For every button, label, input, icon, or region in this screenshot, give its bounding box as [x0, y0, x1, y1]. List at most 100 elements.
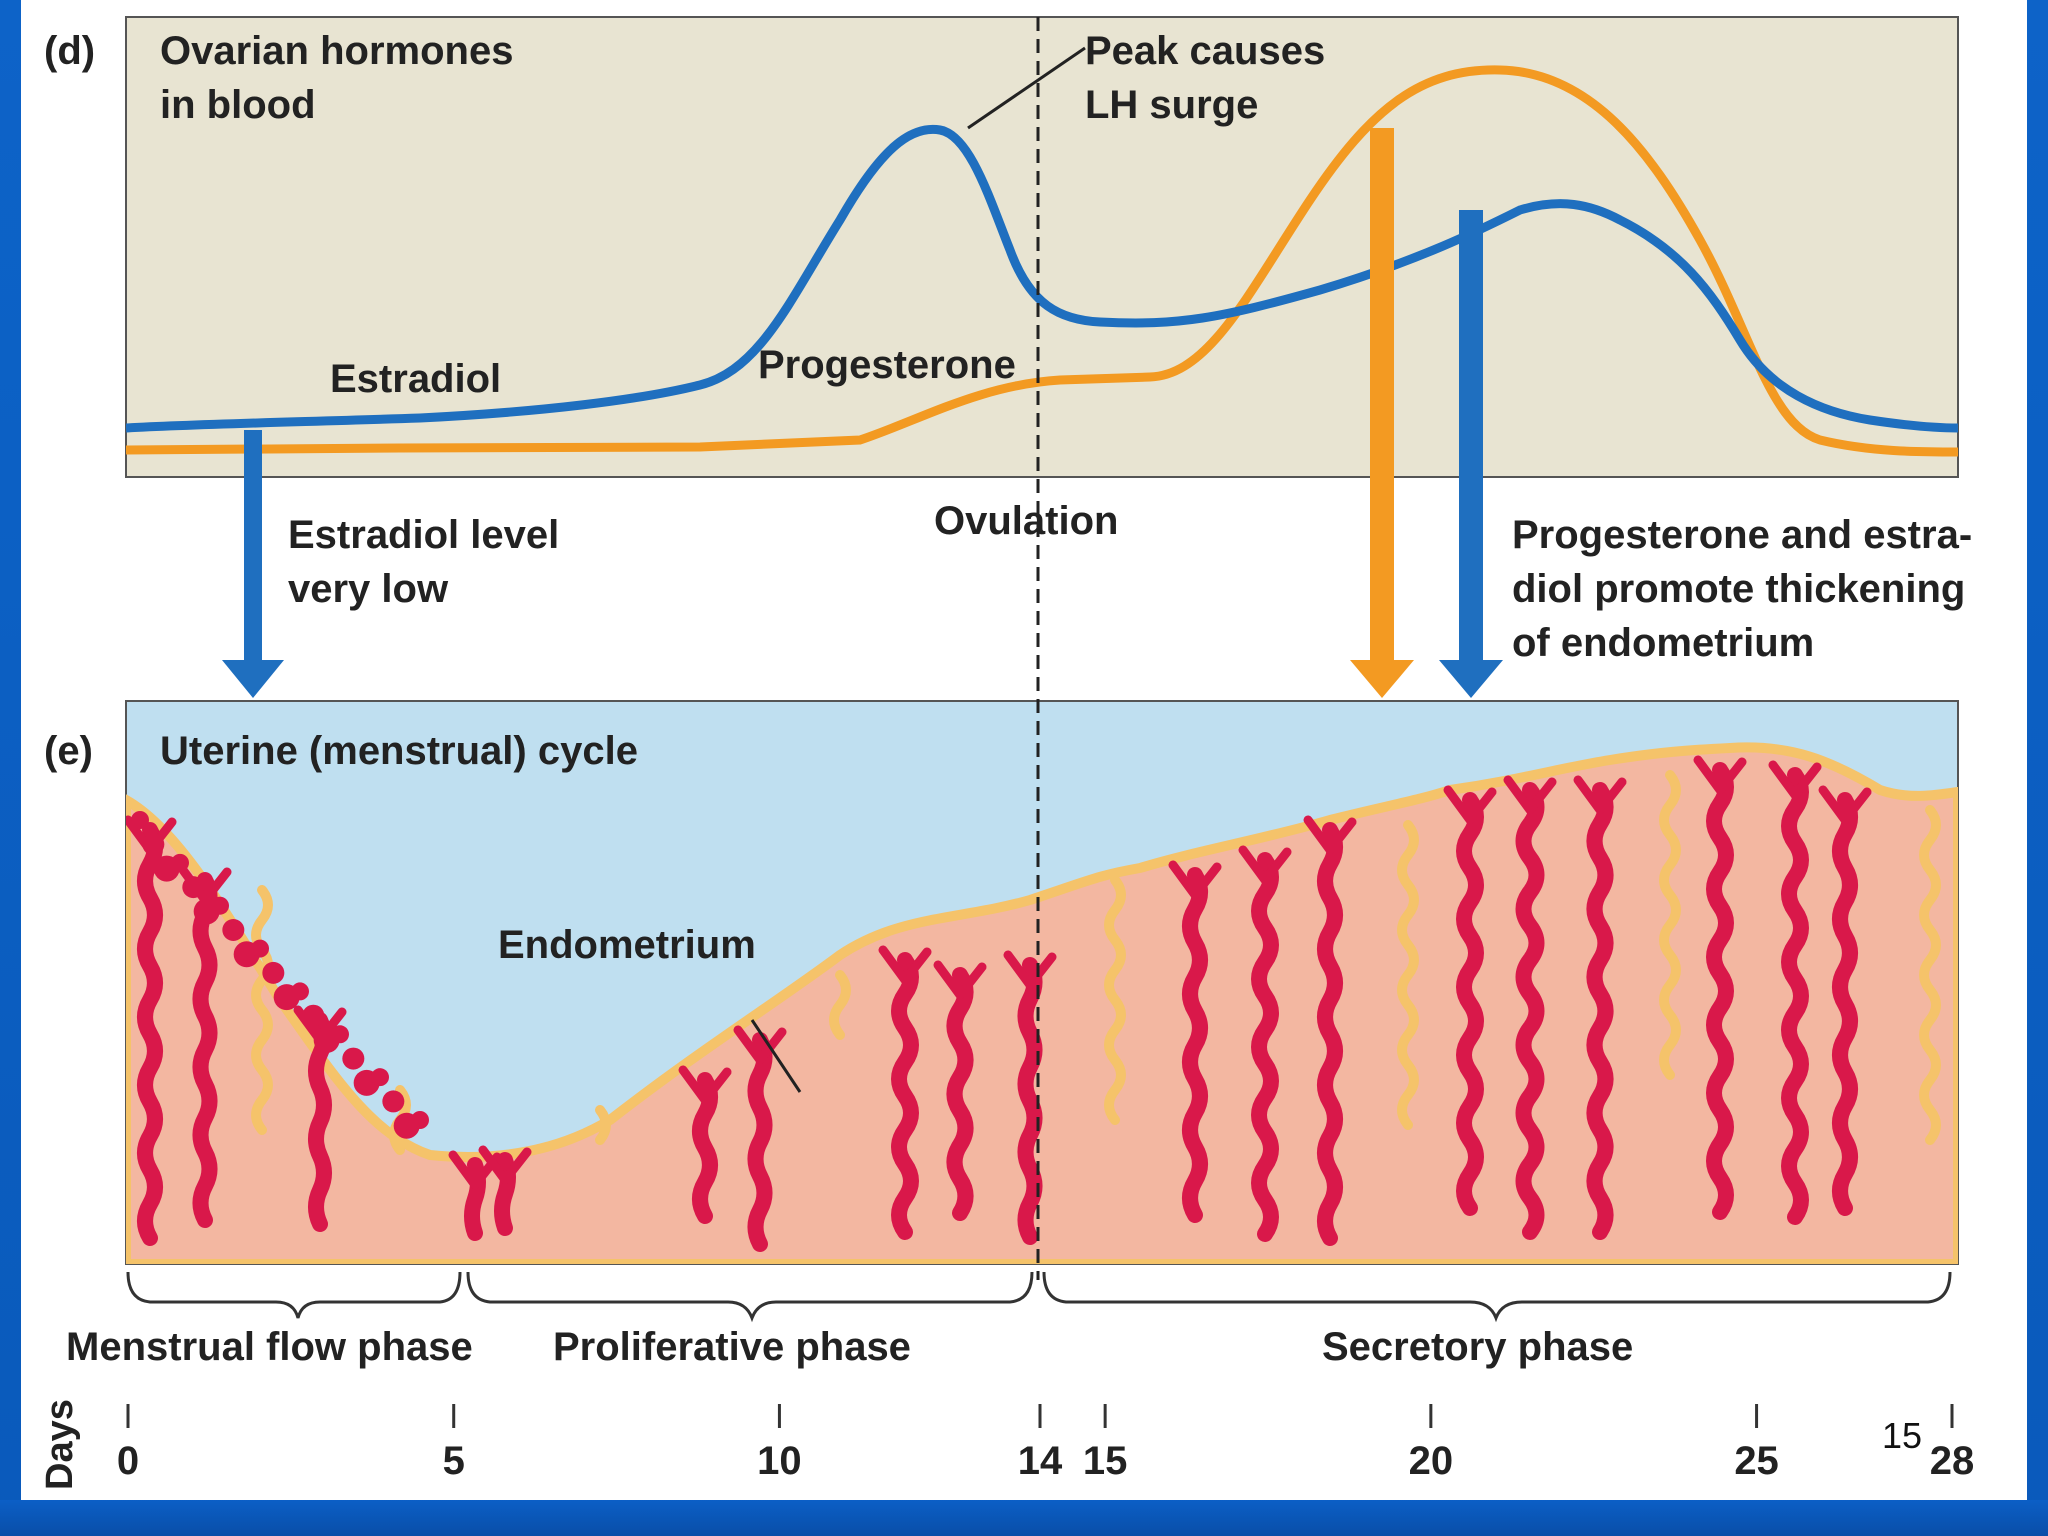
endometrium-leader-line — [750, 1019, 802, 1093]
artery-branch — [678, 1065, 732, 1105]
debris-blob — [251, 939, 269, 958]
phase-proliferative-label: Proliferative phase — [553, 1325, 911, 1369]
endometrium-label: Endometrium — [498, 923, 756, 967]
low-note-line1: Estradiol level — [288, 513, 559, 557]
day-tick-label-20: 20 — [1409, 1439, 1454, 1483]
panel-d-tag: (d) — [44, 29, 95, 73]
peak-note-line1: Peak causes — [1085, 29, 1325, 73]
phase-braces — [126, 1271, 1952, 1323]
progesterone-label: Progesterone — [758, 343, 1016, 387]
artery-branch — [1573, 775, 1627, 815]
slide-number: 15 — [1882, 1415, 1922, 1456]
day-tick-label-5: 5 — [443, 1439, 465, 1483]
debris-blob — [342, 1047, 365, 1070]
artery-branch — [1503, 775, 1557, 815]
uterine-gland — [595, 1105, 611, 1145]
spiral-artery — [1317, 822, 1343, 1246]
uterine-glands — [251, 770, 1941, 1155]
spiral-artery — [692, 1072, 718, 1224]
brace-proliferative — [466, 1271, 1034, 1323]
artery-branch — [878, 945, 932, 985]
artery-branch — [1003, 950, 1057, 990]
artery-branch — [1168, 860, 1222, 900]
brace-secretory — [1042, 1271, 1952, 1323]
slide-bottom-bar — [0, 1500, 2048, 1536]
spiral-artery — [946, 967, 974, 1221]
artery-branch — [1443, 785, 1497, 825]
spiral-artery — [1706, 762, 1734, 1220]
debris-blob — [222, 919, 245, 941]
phase-secretory-label: Secretory phase — [1322, 1325, 1633, 1369]
panel-d-title-line1: Ovarian hormones — [160, 29, 513, 73]
low-note-line2: very low — [288, 567, 449, 611]
debris-blob — [182, 876, 205, 899]
uterine-gland — [1919, 805, 1941, 1145]
endometrium-tissue — [126, 742, 1958, 1264]
uterine-gland — [1397, 820, 1419, 1130]
debris-blob — [262, 961, 285, 984]
spiral-artery — [1515, 782, 1545, 1240]
debris-blob — [131, 811, 149, 829]
spiral-artery — [747, 1032, 773, 1252]
panel-e-title: Uterine (menstrual) cycle — [160, 729, 638, 773]
debris-blob — [291, 982, 309, 1001]
artery-branch — [1693, 755, 1747, 795]
thick-note-line2: diol promote thickening — [1512, 567, 1965, 611]
estradiol-low-arrow — [222, 430, 284, 698]
debris-blob — [171, 853, 189, 872]
estradiol-label: Estradiol — [330, 357, 501, 401]
spiral-artery — [891, 952, 919, 1240]
spiral-artery — [1832, 792, 1858, 1216]
uterine-gland — [1659, 770, 1681, 1080]
uterine-gland — [1104, 875, 1126, 1125]
artery-branch — [1303, 815, 1357, 855]
days-axis-label: Days — [39, 1399, 81, 1490]
panel-d-title-line2: in blood — [160, 83, 316, 127]
spiral-artery — [1251, 852, 1279, 1242]
debris-blob — [382, 1090, 405, 1113]
spiral-artery — [1456, 792, 1484, 1216]
estradiol-curve — [126, 124, 1958, 433]
debris-blob — [142, 833, 165, 856]
spiral-artery — [1586, 782, 1614, 1240]
uterine-gland — [829, 970, 851, 1040]
peak-leader-line — [967, 46, 1086, 130]
thick-note-line1: Progesterone and estra- — [1512, 513, 1972, 557]
day-tick-label-15: 15 — [1083, 1439, 1128, 1483]
spiral-artery — [192, 872, 218, 1228]
panel-e-tag: (e) — [44, 729, 93, 773]
progesterone-curve — [126, 65, 1958, 457]
spiral-artery — [1182, 867, 1208, 1223]
spiral-arteries — [126, 755, 1872, 1252]
spiral-artery — [137, 822, 163, 1246]
ovulation-label: Ovulation — [934, 499, 1118, 543]
thick-note-line3: of endometrium — [1512, 621, 1814, 665]
progesterone-arrow — [1350, 128, 1414, 698]
artery-branch — [1768, 760, 1822, 800]
artery-branch — [1238, 845, 1292, 885]
peak-note-line2: LH surge — [1085, 83, 1258, 127]
uterine-gland — [251, 885, 273, 1135]
brace-menstrual — [126, 1271, 462, 1319]
spiral-artery — [1017, 957, 1043, 1245]
day-tick-label-28: 28 — [1930, 1439, 1975, 1483]
debris-blob — [211, 896, 229, 915]
day-tick-label-0: 0 — [117, 1439, 139, 1483]
artery-branch — [1818, 785, 1872, 825]
phase-menstrual-label: Menstrual flow phase — [66, 1325, 473, 1369]
estradiol-arrow — [1439, 210, 1503, 698]
debris-blob — [302, 1004, 325, 1027]
debris-blob — [411, 1111, 429, 1129]
spiral-artery — [308, 1012, 332, 1232]
menstrual-debris — [131, 811, 429, 1139]
hormone-panel — [125, 16, 1959, 478]
debris-blob — [331, 1025, 349, 1044]
day-tick-label-10: 10 — [757, 1439, 802, 1483]
spiral-artery — [1781, 767, 1809, 1225]
day-ticks — [126, 1404, 1954, 1428]
day-tick-label-25: 25 — [1734, 1439, 1779, 1483]
artery-branch — [478, 1145, 532, 1185]
debris-blob — [371, 1068, 389, 1087]
